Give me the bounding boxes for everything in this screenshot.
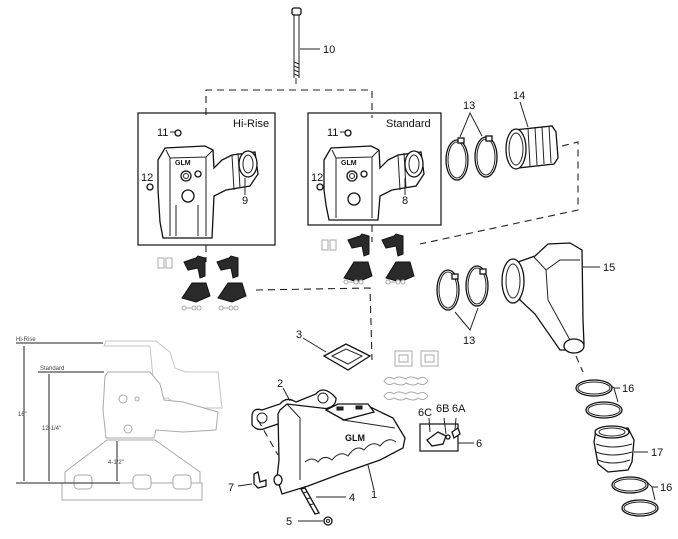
part-14-exhaust-hose <box>505 101 559 170</box>
callout-3: 3 <box>296 329 302 341</box>
assembly-guide-line <box>419 141 579 245</box>
dimension-hi-rise-height: 16" <box>18 412 27 418</box>
part-11-plug <box>344 129 352 137</box>
part-9-hi-rise-riser: GLM <box>146 129 259 239</box>
dimension-standard-height: 12-1/4" <box>42 426 61 432</box>
callout-6b: 6B <box>436 403 449 415</box>
part-13-lower-hose-clamps <box>436 265 489 331</box>
dimension-standard-label: Standard <box>40 366 64 372</box>
standard-box-label: Standard <box>386 118 431 130</box>
gasket-set <box>383 350 439 401</box>
hi-rise-spacer-kit <box>157 255 247 311</box>
part-12-plug <box>146 183 154 191</box>
callout-16-lower: 16 <box>660 482 672 494</box>
callout-6c: 6C <box>418 407 432 419</box>
part-17-exhaust-bellows <box>593 425 648 473</box>
callout-17: 17 <box>651 447 663 459</box>
part-13-upper-hose-clamps <box>445 111 498 181</box>
part-11-plug <box>174 129 182 137</box>
callout-8: 8 <box>402 195 408 207</box>
glm-logo-manifold: GLM <box>345 433 365 443</box>
callout-14: 14 <box>513 90 525 102</box>
part-16-upper-hose-clamps <box>575 379 623 419</box>
callout-13-upper: 13 <box>463 100 475 112</box>
callout-5: 5 <box>286 516 292 528</box>
part-5-nut <box>298 516 333 526</box>
assembly-guide-line <box>205 89 373 118</box>
callout-6: 6 <box>476 438 482 450</box>
callout-15: 15 <box>603 262 615 274</box>
callout-10: 10 <box>323 44 335 56</box>
callout-6a: 6A <box>452 403 466 415</box>
standard-spacer-kit <box>321 233 415 285</box>
part-3-riser-gasket <box>302 337 372 371</box>
part-4-stud <box>300 487 346 515</box>
part-6-drain-plug-kit <box>419 417 474 452</box>
callout-7: 7 <box>228 482 234 494</box>
part-7-fitting <box>237 471 267 489</box>
hi-rise-box-label: Hi-Rise <box>233 118 269 130</box>
dimension-base-height: 4-1/2" <box>108 460 124 466</box>
riser-height-dimension-drawing <box>16 340 223 501</box>
part-12-plug <box>316 183 324 191</box>
callout-13-lower: 13 <box>463 335 475 347</box>
assembly-guide-line <box>255 287 373 361</box>
callout-9: 9 <box>242 195 248 207</box>
standard-riser-box <box>307 112 442 226</box>
callout-12-hi-rise: 12 <box>141 172 153 184</box>
callout-4: 4 <box>349 492 355 504</box>
callout-2: 2 <box>277 378 283 390</box>
callout-11-standard: 11 <box>327 127 338 139</box>
part-16-lower-hose-clamps <box>611 476 659 517</box>
glm-logo-standard: GLM <box>341 160 357 167</box>
dimension-hi-rise-label: Hi-Rise <box>16 337 36 343</box>
callout-11-hi-rise: 11 <box>157 127 168 139</box>
glm-logo-hi-rise: GLM <box>175 160 191 167</box>
part-8-standard-riser: GLM <box>316 129 425 221</box>
part-15-exhaust-elbow <box>501 242 600 354</box>
callout-1: 1 <box>371 489 377 501</box>
callout-12-standard: 12 <box>311 172 323 184</box>
part-1-exhaust-manifold: GLM <box>257 403 406 495</box>
callout-16-upper: 16 <box>622 383 634 395</box>
part-10-bolt <box>291 7 320 84</box>
